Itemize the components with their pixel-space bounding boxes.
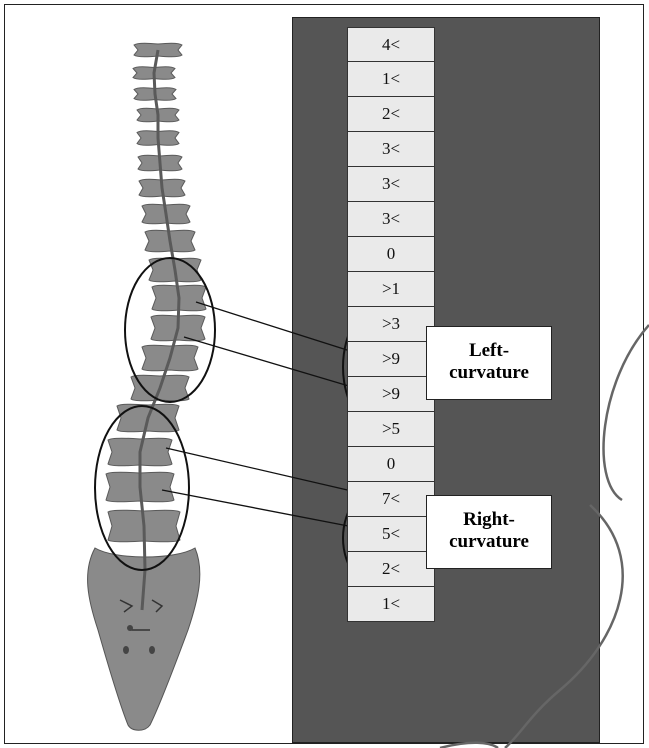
angle-cell: 2< <box>347 97 435 132</box>
connector-line <box>184 337 369 392</box>
angle-cell: >9 <box>347 342 435 377</box>
connector-line <box>166 448 369 495</box>
angle-cell: 3< <box>347 167 435 202</box>
right-curvature-label: Right- curvature <box>426 495 552 569</box>
angle-cell: 3< <box>347 132 435 167</box>
angle-cell: 7< <box>347 482 435 517</box>
decorative-curve-upper <box>604 325 649 500</box>
angle-cell: 4< <box>347 27 435 62</box>
angle-cell: 1< <box>347 587 435 622</box>
angle-cell: 5< <box>347 517 435 552</box>
angle-cell: 3< <box>347 202 435 237</box>
left-curvature-label: Left- curvature <box>426 326 552 400</box>
right-curvature-line2: curvature <box>427 531 551 553</box>
connector-line <box>162 490 369 530</box>
angle-cell: 0 <box>347 447 435 482</box>
left-curvature-line2: curvature <box>427 362 551 384</box>
angle-cell: >9 <box>347 377 435 412</box>
angle-cell: >3 <box>347 307 435 342</box>
angle-cell: 0 <box>347 237 435 272</box>
vertebrae-group <box>106 43 206 542</box>
angle-cell: >5 <box>347 412 435 447</box>
decorative-curve-bottom <box>440 743 498 748</box>
left-curvature-line1: Left- <box>427 340 551 362</box>
angle-cell: >1 <box>347 272 435 307</box>
right-curvature-line1: Right- <box>427 509 551 531</box>
angle-cell: 2< <box>347 552 435 587</box>
angle-cell: 1< <box>347 62 435 97</box>
